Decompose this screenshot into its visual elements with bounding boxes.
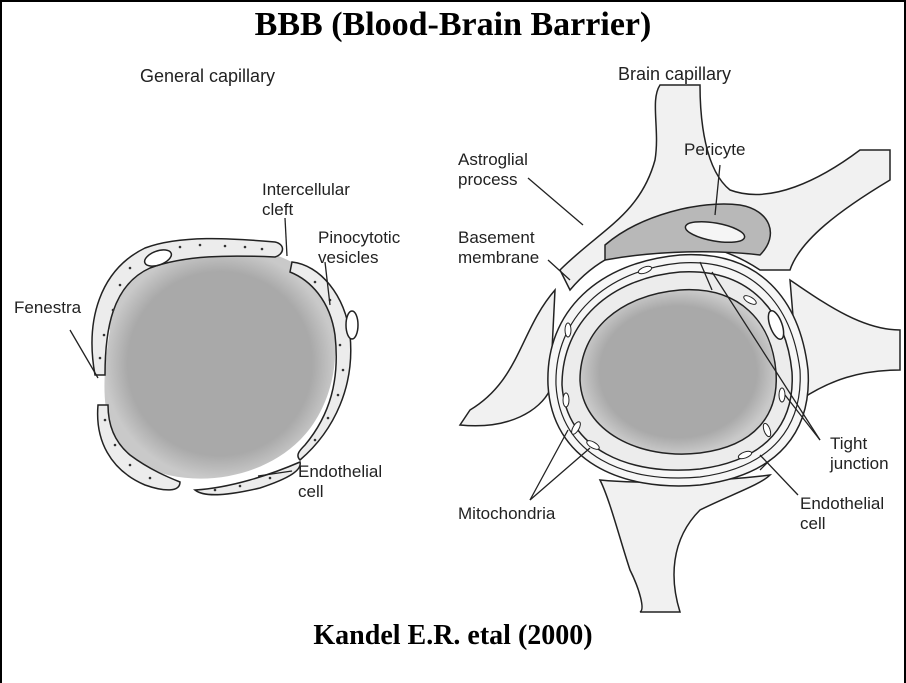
general-lumen	[104, 249, 335, 479]
label-pinocytotic-vesicles: Pinocytotic vesicles	[318, 228, 400, 268]
label-basement-membrane: Basement membrane	[458, 228, 539, 268]
intercellular-cleft-leader	[285, 218, 287, 256]
citation-credit: Kandel E.R. etal (2000)	[0, 620, 906, 652]
astroglial-process-leader	[528, 178, 583, 225]
label-mitochondria: Mitochondria	[458, 504, 555, 524]
label-astroglial-process: Astroglial process	[458, 150, 528, 190]
mitochondria-leader-1	[530, 430, 568, 500]
label-intercellular-cleft: Intercellular cleft	[262, 180, 350, 220]
general-nucleus-right	[346, 311, 358, 339]
astroglial-process-bottom	[600, 475, 770, 612]
label-pericyte: Pericyte	[684, 140, 745, 160]
label-brain-endothelial-cell: Endothelial cell	[800, 494, 884, 534]
general-capillary	[70, 218, 358, 495]
label-fenestra: Fenestra	[14, 298, 81, 318]
label-tight-junction: Tight junction	[830, 434, 889, 474]
label-general-endothelial-cell: Endothelial cell	[298, 462, 382, 502]
astroglial-process-left	[460, 290, 555, 426]
mitochondria-leader-2	[530, 448, 590, 500]
